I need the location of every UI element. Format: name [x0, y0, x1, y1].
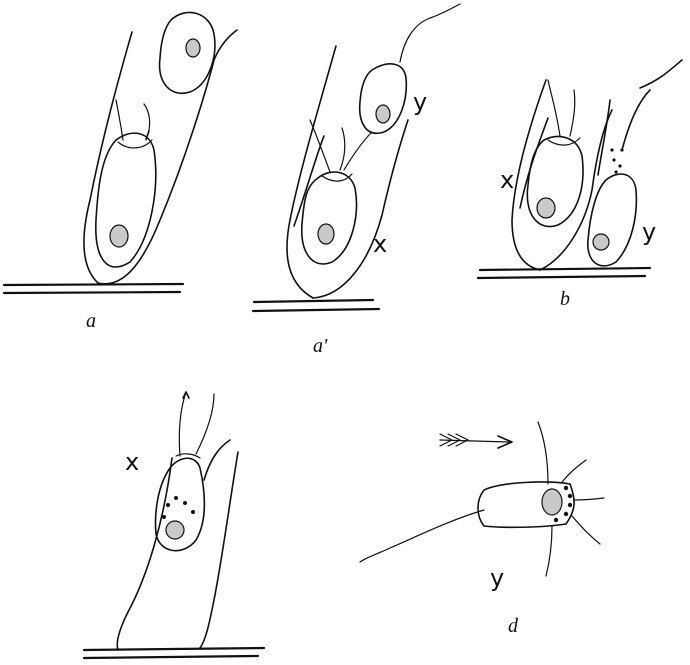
flagellum-top-right — [562, 460, 586, 482]
tube-c — [117, 458, 172, 650]
flagellum-bottom — [546, 526, 552, 576]
nucleus-y-a-prime — [376, 105, 390, 123]
tube-outer-a — [84, 32, 132, 283]
label-y-b: y — [642, 218, 656, 246]
panel-d: y — [360, 422, 604, 592]
nucleus-x-a-prime — [318, 224, 334, 244]
substrate-b — [480, 268, 650, 270]
nucleus-x-b — [537, 198, 555, 218]
panel-a — [4, 12, 237, 293]
flagellum-right — [574, 498, 604, 500]
flagellum-left — [360, 510, 484, 562]
label-x-c: x — [125, 448, 139, 476]
nucleus-a — [110, 225, 128, 247]
label-x-b: x — [500, 166, 514, 194]
caption-d: d — [508, 615, 519, 637]
caption-b: b — [560, 288, 570, 310]
cell-x-a-prime — [302, 172, 357, 264]
caption-a-prime: a' — [313, 335, 328, 357]
cell-x-b — [527, 137, 583, 227]
flagellum-bottom-right — [572, 516, 600, 544]
nucleus-y-b — [593, 234, 609, 250]
substrate-a — [4, 284, 183, 285]
panel-c: x — [84, 392, 264, 658]
nucleus-y-d — [542, 489, 562, 515]
panel-b: x y — [478, 60, 682, 278]
label-y-a-prime: y — [413, 88, 427, 116]
label-y-d: y — [490, 564, 504, 592]
tube-y-b — [598, 100, 610, 175]
substrate-a-prime — [254, 300, 373, 302]
label-x-a-prime: x — [373, 230, 387, 258]
caption-a: a — [86, 310, 96, 332]
panel-a-prime: y x — [253, 4, 460, 311]
flagellum-top — [538, 422, 548, 484]
substrate-c — [84, 648, 264, 650]
cell-y-b — [588, 174, 637, 266]
nucleus-c — [166, 521, 184, 539]
